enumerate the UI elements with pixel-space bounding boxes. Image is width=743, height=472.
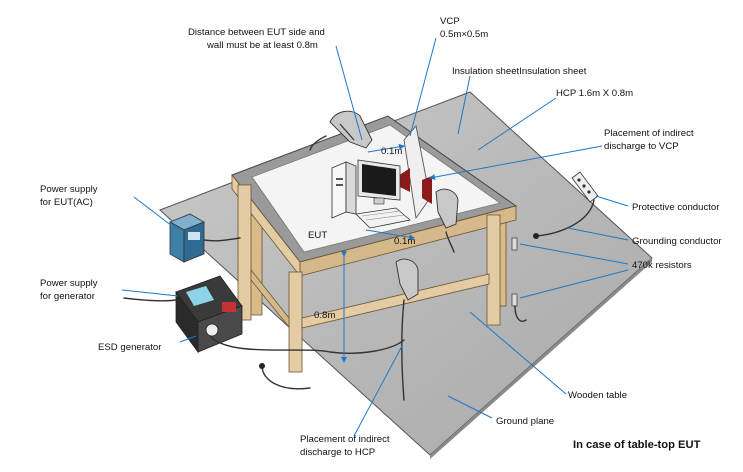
- esd-gun-hcp-icon: [395, 258, 419, 401]
- label-dist-0-1m-bottom: 0.1m: [394, 236, 415, 247]
- ground-bar-icon: [571, 171, 599, 203]
- label-vcp-line2: 0.5m×0.5m: [440, 29, 488, 40]
- eut-power-cable: [203, 237, 241, 242]
- label-height-0-8m: 0.8m: [314, 310, 335, 321]
- diagram-caption: In case of table-top EUT: [573, 439, 701, 451]
- grounding-conductor-cable: [535, 199, 595, 237]
- table-stretcher-side: [250, 268, 290, 329]
- power-supply-icon: [169, 213, 205, 263]
- generator-power-cable: [123, 297, 177, 302]
- label-power-eut-line2: for EUT(AC): [40, 197, 93, 208]
- leader-protective: [595, 195, 629, 207]
- pc-tower-icon: [331, 161, 357, 219]
- leader-ground-plane: [447, 395, 493, 419]
- label-power-gen-line1: Power supply: [40, 278, 98, 289]
- resistor-bottom: [511, 293, 518, 307]
- ground-plane-edge: [430, 258, 652, 459]
- leader-resistor-bottom: [519, 269, 629, 299]
- generator-ground-cable: [261, 365, 311, 390]
- vcp-marker-left: [398, 168, 410, 192]
- table-stretcher-front: [301, 273, 490, 329]
- monitor-icon: [357, 159, 401, 205]
- label-ground-plane: Ground plane: [496, 416, 554, 427]
- resistor-cable: [514, 305, 527, 322]
- label-distance-line1: Distance between EUT side and: [188, 27, 325, 38]
- esd-gun-vcp-icon: [435, 188, 459, 253]
- vcp-marker-right: [422, 176, 432, 204]
- leader-hcp: [477, 97, 557, 151]
- label-resistors: 470k resistors: [632, 260, 692, 271]
- label-hcp: HCP 1.6m X 0.8m: [556, 88, 633, 99]
- leader-power-eut: [133, 196, 173, 227]
- leader-indirect-vcp: [429, 145, 603, 181]
- esd-generator-icon: [175, 275, 243, 354]
- leader-insulation: [457, 75, 471, 135]
- label-vcp-line1: VCP: [440, 16, 460, 27]
- label-grounding-conductor: Grounding conductor: [632, 236, 722, 247]
- dim-0-1m-bottom: [365, 229, 415, 241]
- leader-vcp: [409, 37, 437, 137]
- label-indirect-hcp-line2: discharge to HCP: [300, 447, 375, 458]
- leader-wooden-table: [469, 311, 567, 395]
- leader-indirect-hcp: [353, 345, 403, 437]
- table-leg-front-left: [237, 184, 252, 321]
- label-power-gen-line2: for generator: [40, 291, 96, 302]
- leader-grounding: [567, 227, 629, 241]
- label-esd-generator: ESD generator: [98, 342, 162, 353]
- label-wooden-table: Wooden table: [568, 390, 627, 401]
- label-indirect-hcp-line1: Placement of indirect: [300, 434, 390, 445]
- label-eut: EUT: [308, 230, 327, 241]
- label-indirect-vcp-line1: Placement of indirect: [604, 128, 694, 139]
- leader-distance: [335, 45, 363, 141]
- label-dist-0-1m-top: 0.1m: [381, 146, 402, 157]
- keyboard-icon: [355, 207, 411, 229]
- resistor-top: [511, 237, 518, 251]
- table-leg-front-right: [486, 214, 501, 326]
- label-insulation-sheet: Insulation sheetInsulation sheet: [452, 66, 587, 77]
- label-distance-line2: wall must be at least 0.8m: [206, 40, 318, 51]
- label-power-eut-line1: Power supply: [40, 184, 98, 195]
- generator-cable: [209, 335, 405, 354]
- table-leg-back-left: [249, 214, 263, 316]
- table-leg-front-center: [288, 271, 303, 373]
- label-indirect-vcp-line2: discharge to VCP: [604, 141, 679, 152]
- leader-power-gen: [121, 289, 179, 297]
- dim-0-1m-top: [367, 143, 405, 153]
- label-protective-conductor: Protective conductor: [632, 202, 720, 213]
- leader-resistor-top: [519, 243, 629, 265]
- leader-esd-generator: [179, 335, 197, 343]
